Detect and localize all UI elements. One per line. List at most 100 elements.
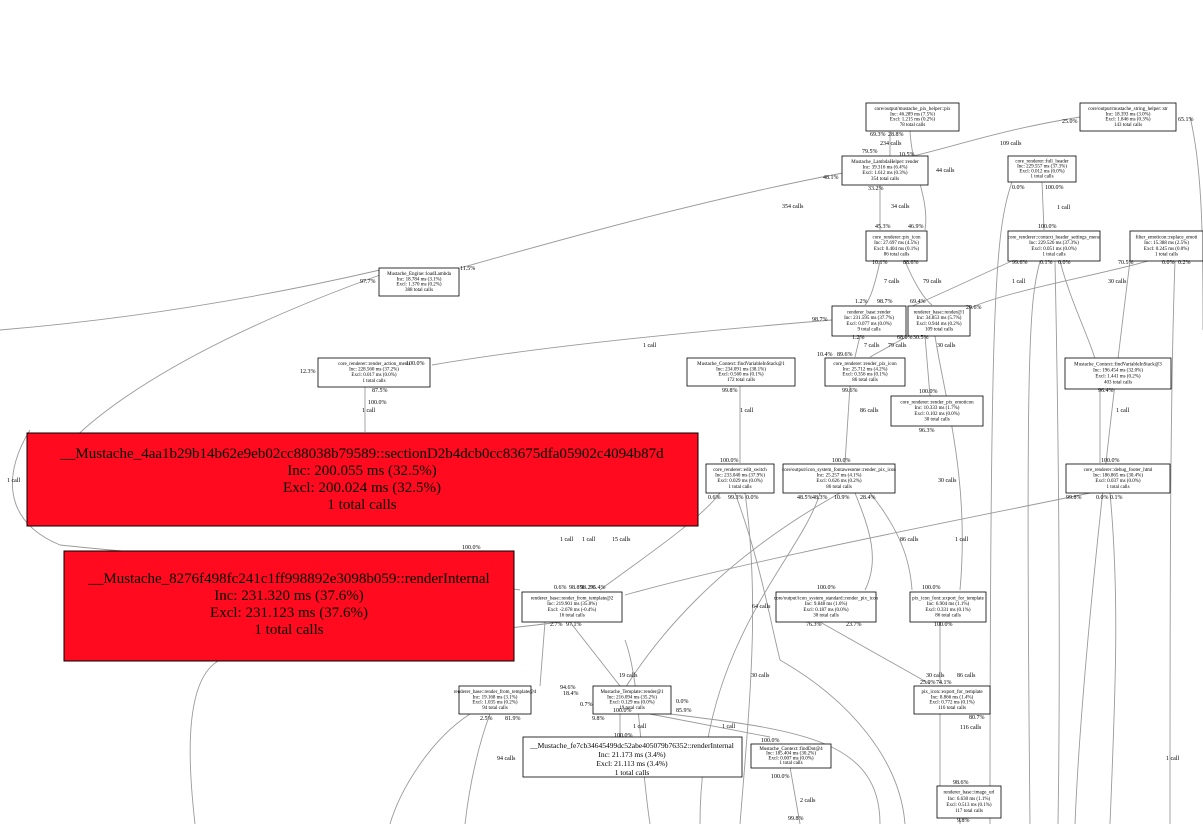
edge-label: 100.0% [1038,224,1057,230]
node-context-header[interactable]: core_renderer::context_header_settings_m… [1007,230,1101,262]
node-exclusive: Excl: -2.678 ms (-0.4%) [548,608,597,613]
edge-label: 48.3% [812,495,828,501]
edge-label: 100.0% [832,458,851,464]
edge-label: 100.0% [1101,458,1120,464]
node-calls: 388 total calls [405,288,433,293]
edge-label: 0.6% [554,585,567,591]
node-render-from-template4[interactable]: renderer_base::render_from_template@4Inc… [454,685,537,715]
node-inclusive: Inc: 15.388 ms (2.5%) [1144,241,1189,246]
edge-label: 99.6% [842,388,858,394]
edge-label: 86 calls [957,673,976,679]
node-inclusive: Inc: 229.526 ms (37.3%) [1029,241,1079,246]
edge-label: 100.0% [406,361,425,367]
edge-label: 48.5% [797,495,813,501]
edge-label: 1 call [1166,756,1179,762]
node-box [1007,155,1077,183]
node-exclusive: Excl: 0.513 ms (0.1%) [946,803,991,808]
node-title: core_renderer::render_pix_icon [833,362,897,367]
node-box [775,591,877,623]
edge-label: 0.0% [1012,185,1025,191]
node-title: __Mustache_4aa1b29b14b62e9eb02cc88038b79… [59,446,664,462]
node-box [841,155,929,186]
node-inclusive: Inc: 39.316 ms (6.4%) [863,166,908,171]
node-title: Mustache_Template::render@1 [600,690,664,695]
edge-label: 1 call [1057,205,1070,211]
edge-label: 97.7% [360,279,376,285]
edge-label: 2.5% [480,716,493,722]
node-string-helper[interactable]: core/output/mustache_string_helper::strI… [1079,102,1177,132]
edge-label: 96.3% [919,428,935,434]
edge-label: 100.0% [368,400,387,406]
node-exclusive: Excl: 0.017 ms (0.0%) [351,373,396,378]
node-title: core_renderer::full_header [1015,160,1069,165]
edge-label: 1 call [362,408,375,414]
edge-label: 100.0% [462,545,481,551]
edge-label: 69.3% [870,132,886,138]
node-pix-helper[interactable]: core/output/mustache_pix_helper::pixInc:… [865,102,960,132]
node-calls: 1 total calls [362,379,385,384]
edge-label: 95.4% [590,585,606,591]
node-inclusive: Inc: 6.630 ms (1.1%) [948,797,991,802]
edge-label: 76.3% [806,622,822,628]
edge-label: 99.8% [1066,495,1082,501]
node-exclusive: Excl: 1.215 ms (0.2%) [890,118,935,123]
node-title: __Mustache_fe7cb34645499dc52abe405079b76… [529,741,734,750]
edge-label: 20.6% [966,305,982,311]
node-calls: 1 total calls [1106,485,1129,490]
edge-label: 10.9% [834,495,850,501]
node-icon-standard[interactable]: core/output/icon_system_standard::render… [774,591,879,623]
edge-label: 109 calls [1000,141,1022,147]
edge-label: 9.8% [592,716,605,722]
node-title: core_renderer::edit_switch [713,468,767,473]
node-exclusive: Excl: 0.356 ms (0.1%) [842,373,887,378]
node-calls: 403 total calls [1104,380,1132,385]
node-mustache-section-hot[interactable]: __Mustache_4aa1b29b14b62e9eb02cc88038b79… [26,432,699,527]
node-exclusive: Excl: 0.331 ms (0.1%) [925,608,970,613]
node-title: core_renderer::debug_footer_html [1084,468,1153,473]
edge-label: 70.5% [1118,260,1134,266]
node-exclusive: Excl: 0.037 ms (0.0%) [1095,479,1140,484]
edge-label: 1.2% [852,335,865,341]
node-box [909,591,987,623]
node-box [1129,230,1203,262]
node-box [824,357,906,387]
node-mustache-fe7c-render-internal[interactable]: __Mustache_fe7cb34645499dc52abe405079b76… [522,736,743,778]
node-exclusive: Excl: 0.772 ms (0.1%) [929,701,974,706]
edge-label: 10.5% [899,152,915,158]
edge-label: 0.0% [1058,260,1071,266]
node-render-from-template2[interactable]: renderer_base::render_from_template@2Inc… [521,591,623,623]
node-ctx-stack1[interactable]: Mustache_Context::findVariableInStack@1I… [686,357,796,387]
node-inclusive: Inc: 8.866 ms (1.4%) [931,695,974,700]
node-inclusive: Inc: 10.333 ms (1.7%) [915,406,960,411]
node-calls: 1 total calls [1030,175,1053,180]
node-ctx-stack3[interactable]: Mustache_Context::findVariableInStack@3I… [1064,357,1172,390]
node-mustache-render-internal-hot[interactable]: __Mustache_8276f498fc241c1ff998892e3098b… [63,550,515,662]
edge-label: 99.8% [722,388,738,394]
node-calls: 354 total calls [871,177,899,182]
node-calls: 94 total calls [482,706,508,711]
edge-label: 44 calls [936,168,955,174]
edge-label: 2 calls [800,798,816,804]
node-calls: 1 total calls [327,497,396,513]
node-fa-render-pix-icon[interactable]: core/output/icon_system_fontawesome::ren… [782,463,896,494]
edge-label: 0.0% [746,495,759,501]
edge-label: 30 calls [938,478,957,484]
node-box [1079,102,1177,132]
